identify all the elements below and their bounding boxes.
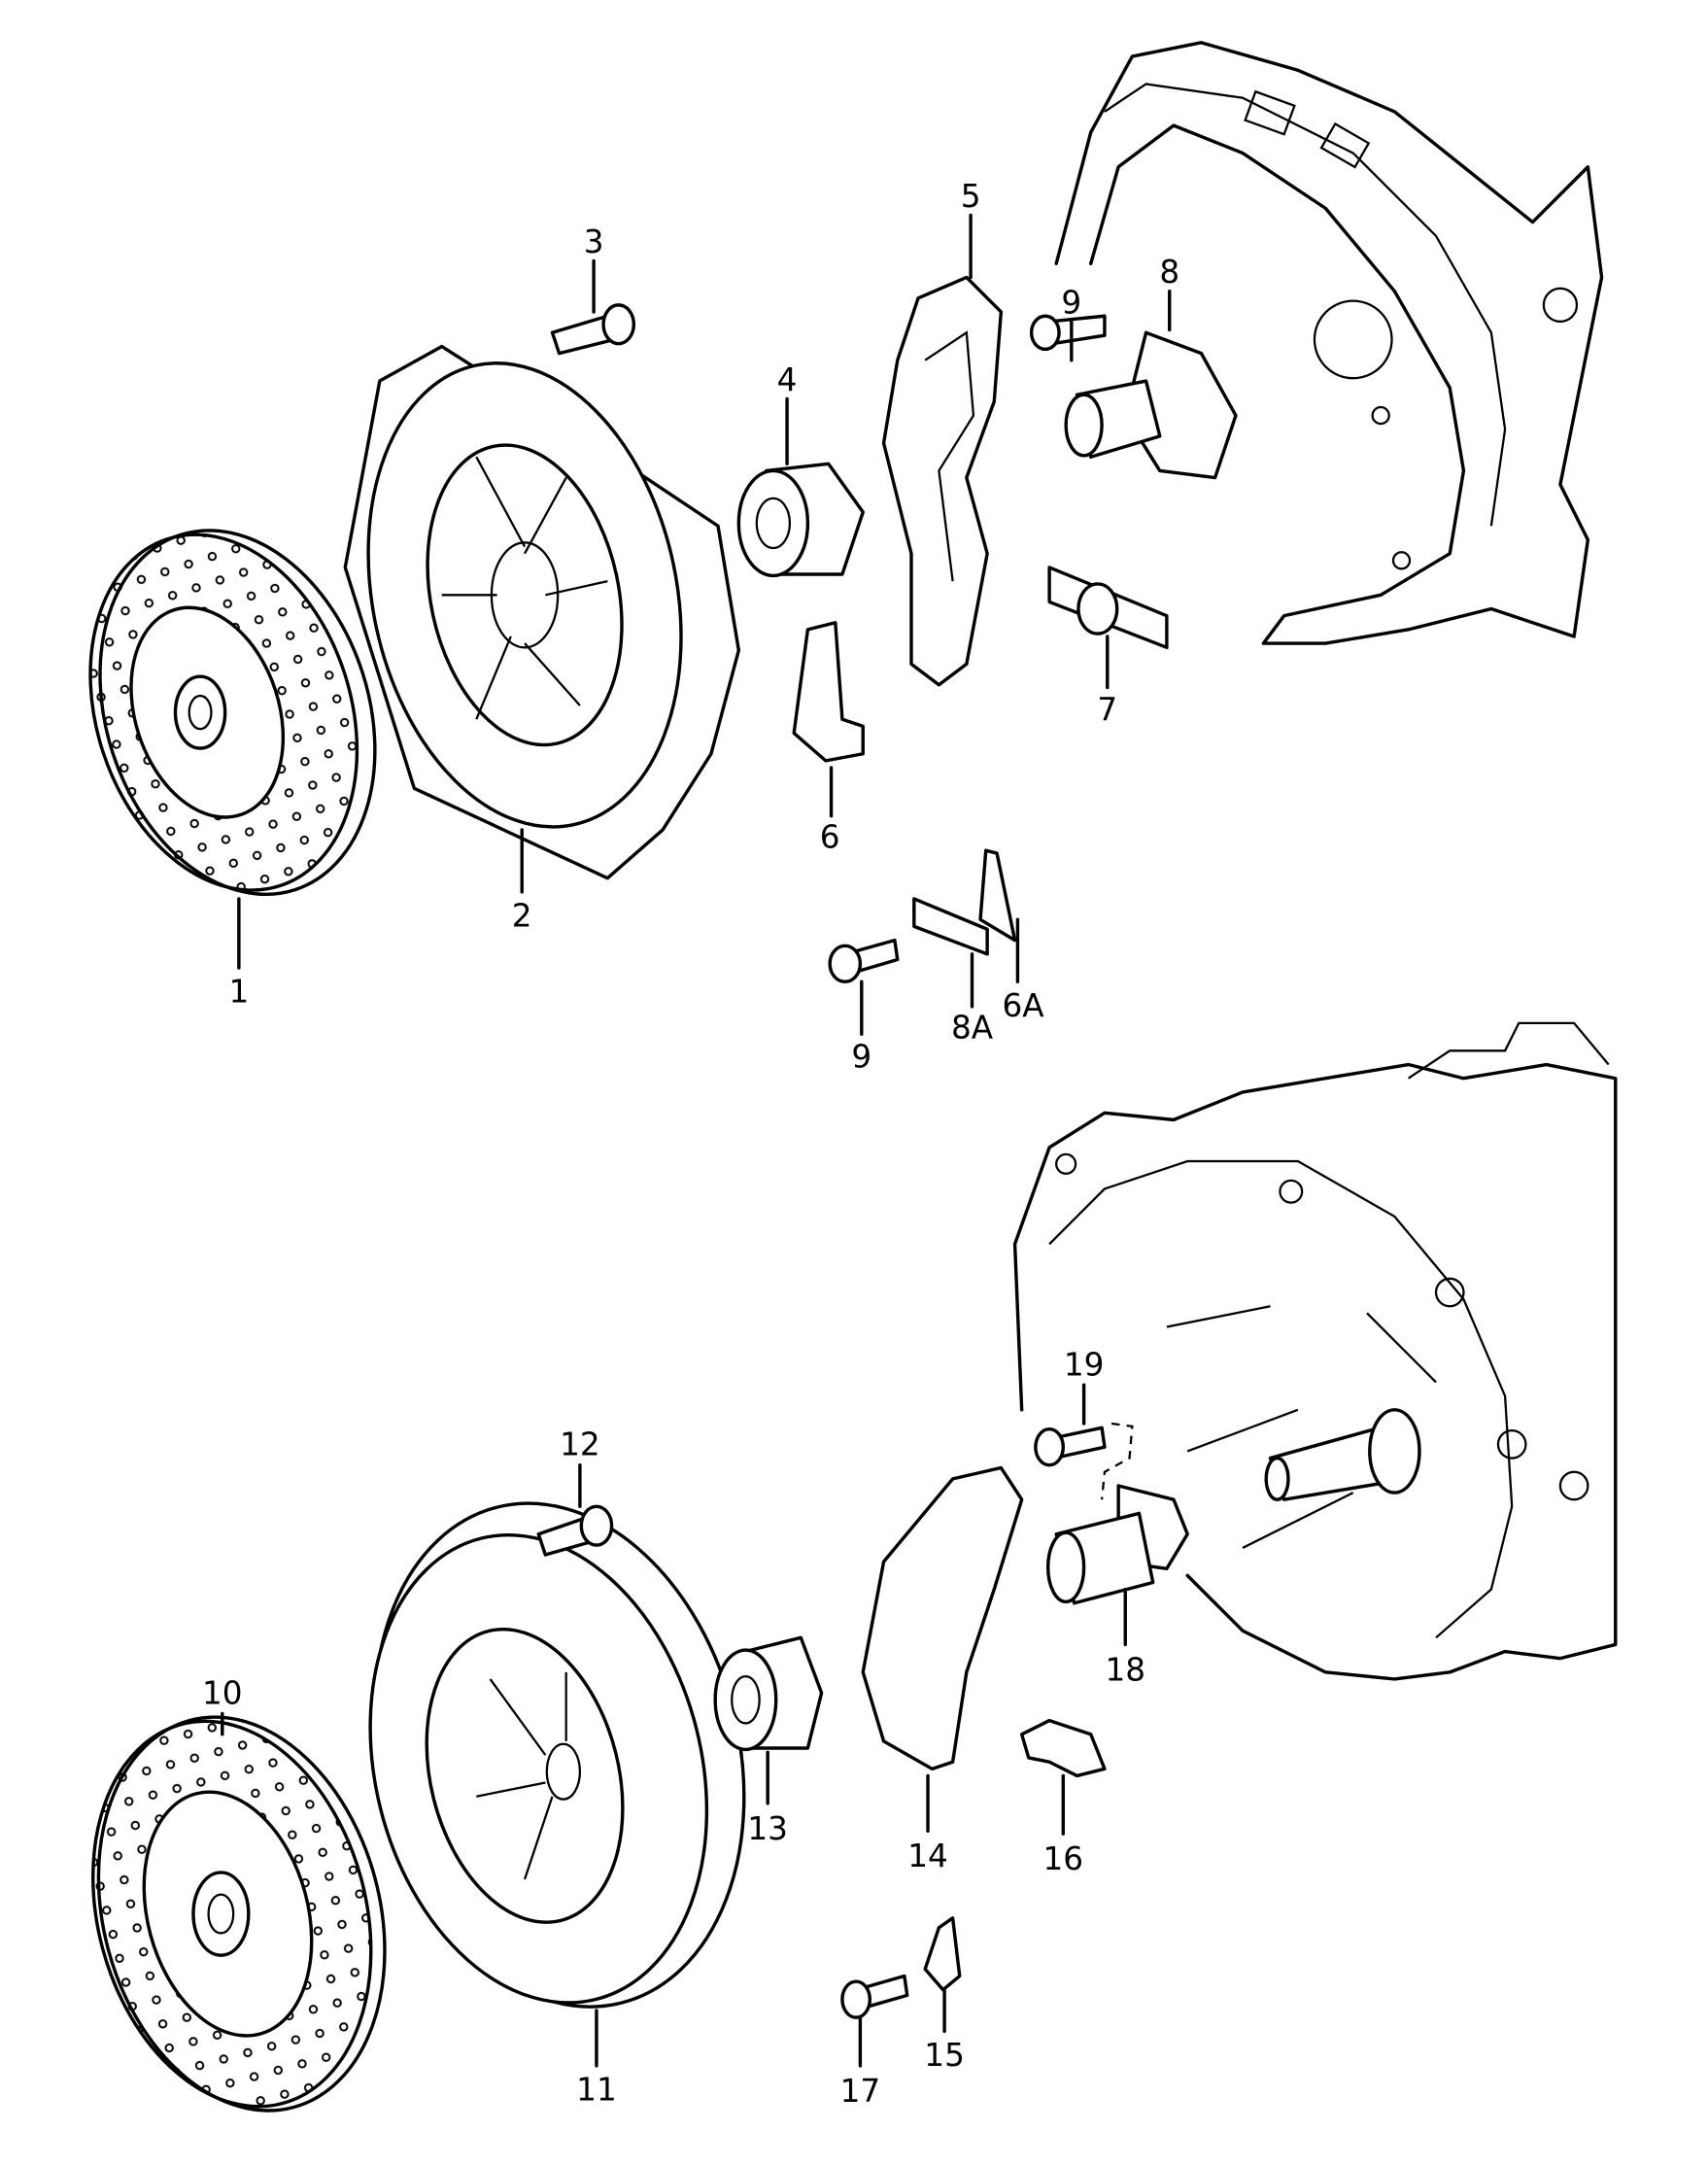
pivot-pin-7 [1047, 566, 1169, 650]
label-14: 14 [907, 1838, 948, 1874]
label-9-top: 9 [1061, 284, 1081, 321]
label-15: 15 [924, 2037, 965, 2074]
label-8: 8 [1159, 254, 1179, 291]
label-18: 18 [1105, 1651, 1145, 1688]
label-19: 19 [1064, 1346, 1105, 1383]
part-labels: 1 2 3 4 5 6 7 8 9 9 8A 6A 10 11 12 13 14… [202, 178, 1179, 2110]
label-10: 10 [202, 1675, 243, 1712]
release-lever-14 [861, 1465, 1024, 1771]
label-17: 17 [840, 2073, 881, 2110]
label-5: 5 [961, 178, 981, 215]
guide-sleeve-18 [1045, 1484, 1189, 1605]
label-8A: 8A [951, 1010, 994, 1047]
bolt-17 [840, 1974, 909, 2019]
leader-lines-bottom [221, 1383, 1127, 2068]
clutch-disc-10 [91, 1715, 387, 2113]
release-bearing-4 [736, 462, 865, 578]
label-7: 7 [1097, 692, 1117, 729]
pressure-plate-2 [343, 344, 741, 880]
guide-sleeve-8 [1064, 330, 1238, 480]
label-9-bottom: 9 [851, 1038, 871, 1075]
spring-clip-16 [1019, 1718, 1107, 1778]
clutch-disc-1 [88, 529, 377, 897]
release-bearing-13 [713, 1635, 824, 1752]
bolt-19 [1034, 1426, 1107, 1467]
bolt-9-bottom [828, 938, 900, 983]
transmission-housing-bottom [1012, 1021, 1618, 1681]
pressure-plate-11 [368, 1501, 746, 2009]
label-3: 3 [584, 223, 604, 260]
label-6A: 6A [1003, 987, 1045, 1024]
leader-lines-top [237, 213, 1172, 1036]
release-lever-5 [881, 275, 1004, 687]
shim-8A [912, 897, 989, 956]
label-2: 2 [512, 897, 532, 934]
assembly-dashed-line [1100, 1422, 1134, 1500]
label-11: 11 [576, 2071, 617, 2108]
label-16: 16 [1043, 1840, 1084, 1877]
label-12: 12 [560, 1426, 600, 1463]
label-1: 1 [228, 974, 249, 1011]
plate-6A [978, 848, 1017, 943]
bracket-6 [792, 621, 865, 763]
bolt-3 [550, 303, 636, 356]
bolt-9-top [1029, 314, 1107, 352]
clip-15 [923, 1916, 962, 1992]
label-13: 13 [747, 1810, 788, 1847]
label-6: 6 [820, 818, 840, 855]
label-4: 4 [777, 361, 798, 398]
transmission-housing-top [1054, 41, 1604, 645]
bolt-12 [536, 1504, 614, 1557]
